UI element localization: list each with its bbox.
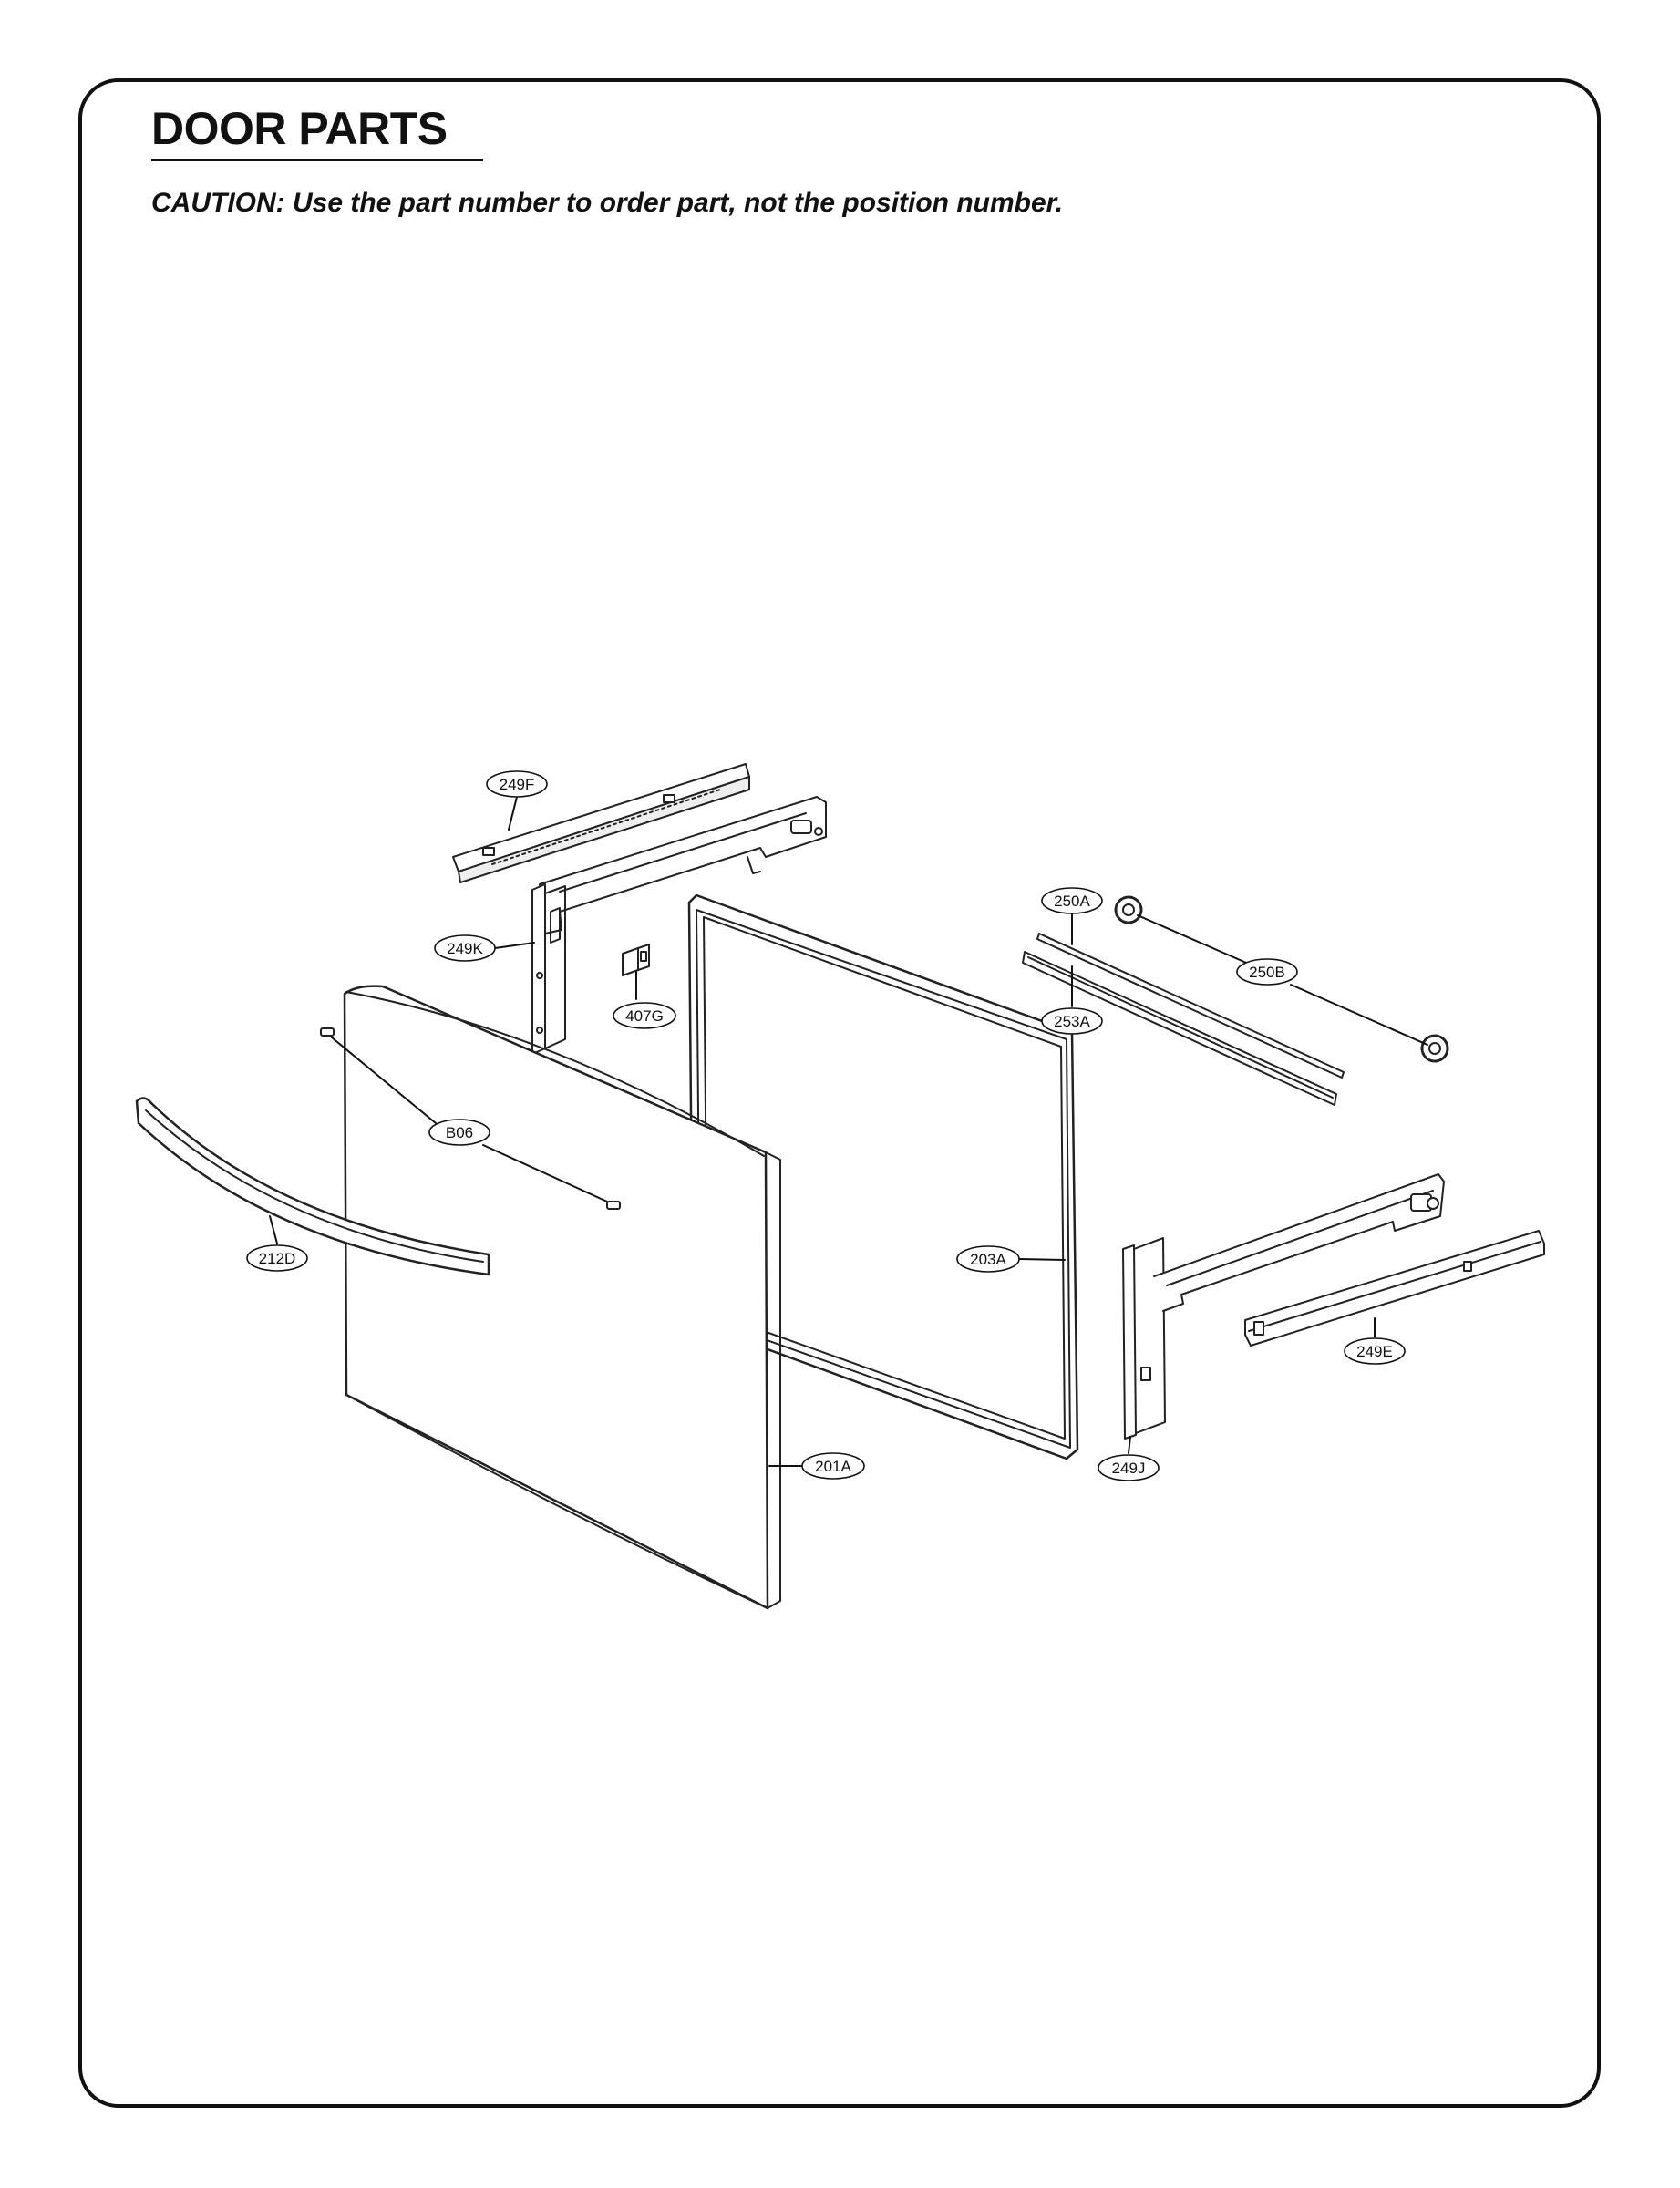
callout-407G: 407G bbox=[613, 1002, 676, 1029]
callout-249E: 249E bbox=[1344, 1337, 1406, 1365]
callout-201A: 201A bbox=[801, 1452, 865, 1480]
gasket-203A bbox=[687, 893, 1079, 1460]
svg-text:253A: 253A bbox=[1054, 1013, 1090, 1030]
trim-250A bbox=[1036, 933, 1345, 1079]
callout-253A: 253A bbox=[1041, 1007, 1103, 1035]
callout-249F: 249F bbox=[486, 770, 548, 798]
title-underline bbox=[151, 159, 483, 161]
page-title: DOOR PARTS bbox=[151, 103, 448, 154]
callout-249J: 249J bbox=[1098, 1454, 1160, 1481]
screws-B06 bbox=[320, 1027, 621, 1210]
bracket-249K bbox=[531, 883, 566, 1055]
callouts: 249F 249K 407G 250A 250B 253A B06 212D bbox=[246, 770, 1406, 1481]
bracket-249J bbox=[1122, 1173, 1445, 1440]
rail-249E bbox=[1244, 1230, 1545, 1347]
caution-note: CAUTION: Use the part number to order pa… bbox=[151, 188, 1064, 218]
handle-212D bbox=[135, 1097, 490, 1276]
callout-203A: 203A bbox=[956, 1245, 1020, 1273]
svg-text:249E: 249E bbox=[1356, 1343, 1393, 1360]
callout-212D: 212D bbox=[246, 1244, 308, 1272]
callout-B06: B06 bbox=[428, 1119, 490, 1146]
callout-249K: 249K bbox=[434, 934, 496, 962]
page-border bbox=[78, 78, 1601, 2108]
pinion-250B bbox=[1114, 895, 1449, 1063]
svg-text:249F: 249F bbox=[500, 776, 535, 793]
leader-lines bbox=[269, 796, 1428, 1467]
clip-407G bbox=[622, 944, 650, 976]
callout-250B: 250B bbox=[1236, 958, 1298, 986]
svg-text:250B: 250B bbox=[1249, 964, 1285, 981]
svg-text:250A: 250A bbox=[1054, 893, 1090, 910]
svg-text:249J: 249J bbox=[1112, 1460, 1146, 1477]
callout-250A: 250A bbox=[1041, 887, 1103, 914]
svg-text:203A: 203A bbox=[970, 1251, 1006, 1268]
upper-bracket bbox=[539, 796, 827, 934]
svg-text:407G: 407G bbox=[625, 1007, 664, 1025]
svg-text:212D: 212D bbox=[259, 1250, 296, 1267]
trim-253A bbox=[1022, 951, 1337, 1106]
svg-text:201A: 201A bbox=[815, 1458, 851, 1475]
svg-text:249K: 249K bbox=[447, 940, 483, 957]
rail-249F bbox=[452, 763, 750, 883]
svg-text:B06: B06 bbox=[446, 1124, 473, 1141]
